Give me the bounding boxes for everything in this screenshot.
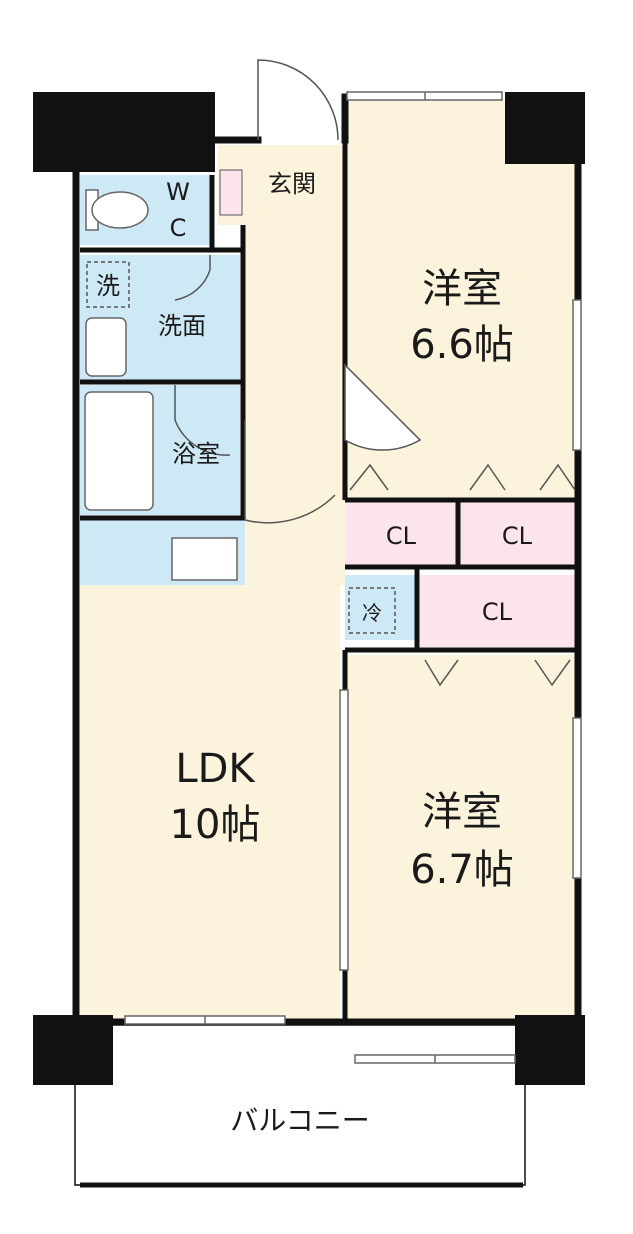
- ldk-floor: [80, 585, 340, 1020]
- column-top-left: [33, 92, 215, 172]
- hallway-floor: [245, 225, 345, 585]
- western-room-2-floor: [345, 655, 575, 1020]
- ldk-size: 10帖: [170, 802, 261, 848]
- entrance-shoe-closet: [219, 169, 243, 216]
- closet-2-floor: [460, 500, 575, 565]
- toilet-label-w: W: [166, 178, 190, 206]
- western-room-2-name: 洋室: [422, 789, 502, 835]
- western-room-1-name: 洋室: [422, 266, 502, 312]
- column-top-right: [505, 92, 585, 164]
- closet-doors: [349, 463, 576, 687]
- door-swings: [174, 59, 422, 524]
- washbasin-fixture: [85, 317, 127, 377]
- fridge-label: 冷: [362, 601, 382, 625]
- column-bottom-left: [33, 1015, 113, 1085]
- fridge-mark: [348, 587, 396, 634]
- fridge-space: [345, 575, 415, 640]
- ldk-name: LDK: [175, 746, 256, 792]
- kitchen-sink: [171, 537, 238, 581]
- toilet-label-c: C: [170, 214, 187, 242]
- balcony-label: バルコニー: [230, 1104, 369, 1137]
- washroom-label: 洗面: [158, 312, 206, 340]
- washer-pan: [86, 261, 130, 308]
- entrance-label: 玄関: [268, 170, 316, 198]
- balcony-floor: [74, 1024, 526, 1186]
- washer-label: 洗: [96, 272, 120, 300]
- bathtub-fixture: [84, 391, 154, 511]
- toilet-fixture: [85, 189, 149, 231]
- column-bottom-right: [515, 1015, 585, 1085]
- closet-1-floor: [345, 500, 457, 565]
- western-room-1-size: 6.6帖: [410, 322, 514, 368]
- bath-label: 浴室: [172, 440, 220, 468]
- closet-3-label: CL: [482, 598, 513, 626]
- closet-2-label: CL: [502, 522, 533, 550]
- closet-3-floor: [420, 575, 575, 647]
- closet-1-label: CL: [386, 522, 417, 550]
- western-room-2-size: 6.7帖: [410, 847, 514, 893]
- windows: [124, 91, 582, 1064]
